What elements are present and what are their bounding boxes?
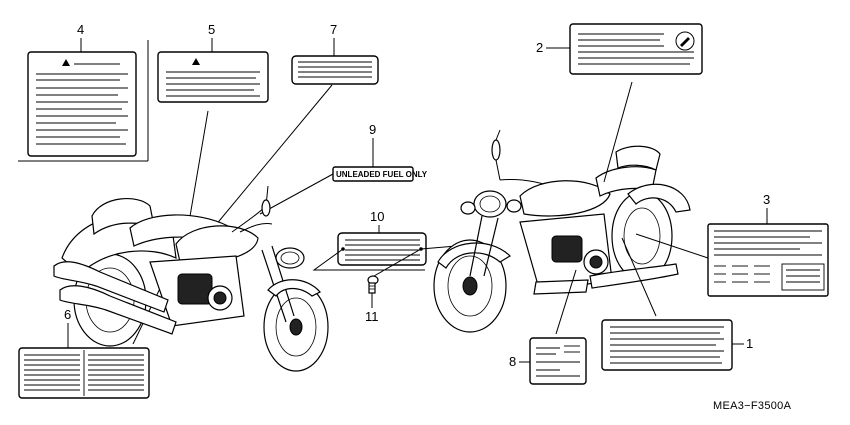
callout-10: 10 [370,209,384,224]
label-8[interactable]: 8 [509,269,587,385]
callout-1: 1 [746,336,753,351]
callout-5: 5 [208,22,215,37]
callout-4: 4 [77,22,84,37]
callout-9: 9 [369,122,376,137]
callout-7: 7 [330,22,337,37]
motorcycle-left [53,185,329,372]
fuel-label-text: UNLEADED FUEL ONLY [336,170,428,179]
callout-2: 2 [536,40,543,55]
label-7[interactable]: 7 [209,22,379,233]
label-5-caution[interactable]: 5 [157,22,269,229]
callout-6: 6 [64,307,71,322]
label-10[interactable]: 10 [312,209,481,277]
label-1[interactable]: 1 [601,237,753,371]
callout-11: 11 [365,309,379,324]
label-9-fuel[interactable]: 9 UNLEADED FUEL ONLY [259,122,428,215]
motorcycle-right [433,129,691,333]
callout-8: 8 [509,354,516,369]
label-4-caution[interactable]: 4 [18,22,149,162]
callout-3: 3 [763,192,770,207]
warning-icon [62,59,70,66]
label-6[interactable]: 6 [18,271,169,399]
label-2[interactable]: 2 [536,23,703,183]
part-11-clip[interactable]: 11 [365,275,379,324]
figure-code: MEA3−F3500A [713,400,792,412]
warning-icon-5 [192,58,200,65]
label-3[interactable]: 3 [635,192,829,297]
